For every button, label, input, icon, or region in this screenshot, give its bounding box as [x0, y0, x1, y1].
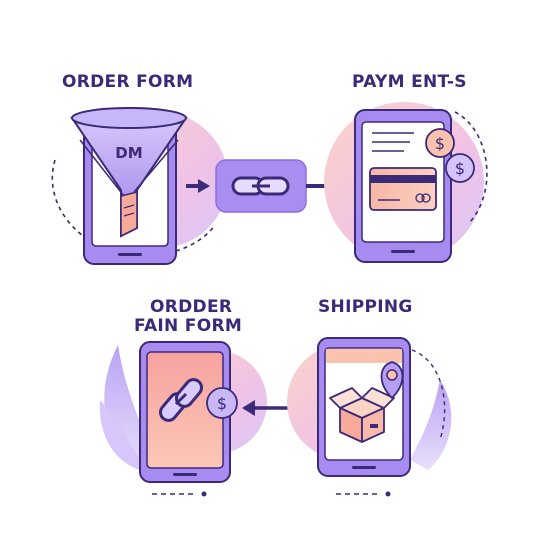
payments-illustration: $ $: [324, 102, 488, 263]
credit-card-icon: [369, 167, 437, 211]
dotted-indicator: [336, 491, 391, 497]
arrow-right-icon: [186, 179, 210, 193]
dollar-coin-icon: $: [425, 128, 455, 158]
dotted-indicator: [152, 491, 207, 497]
funnel-icon: [70, 107, 188, 238]
leaf-decoration: [410, 380, 452, 470]
shipping-title: SHIPPING: [318, 297, 413, 317]
funnel-label: DM: [115, 144, 142, 162]
location-pin-icon: [380, 361, 404, 400]
svg-text:$: $: [217, 394, 227, 413]
payments-title: PAYM ENT-S: [352, 72, 467, 92]
order-form-illustration: DM: [51, 107, 228, 265]
dollar-coin-icon: $: [445, 153, 475, 183]
link-icon: [231, 176, 290, 196]
link-icon: [159, 378, 203, 422]
svg-text:$: $: [435, 134, 445, 153]
dollar-coin-icon: $: [206, 387, 238, 419]
link-box: [215, 159, 307, 213]
order-form-2-title-line1: ORDDER: [150, 297, 233, 317]
order-form-2-illustration: $: [99, 341, 267, 497]
box-icon: [329, 387, 395, 443]
order-form-2-title-line2: FAIN FORM: [134, 316, 243, 336]
order-form-title: ORDER FORM: [62, 72, 194, 92]
shipping-illustration: [287, 337, 452, 497]
svg-text:$: $: [455, 159, 465, 178]
